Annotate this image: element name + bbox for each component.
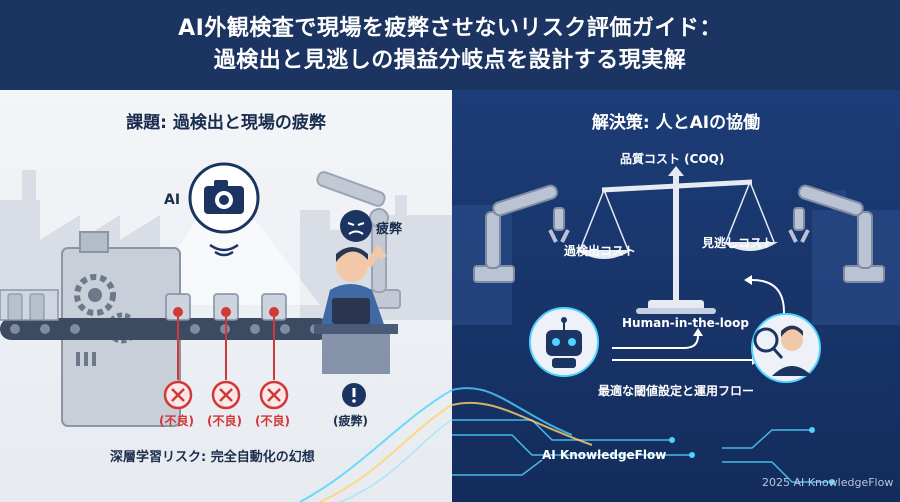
stressed-face-icon bbox=[340, 210, 372, 242]
magnifier-icon bbox=[753, 327, 779, 353]
risk-caption: 深層学習リスク: 完全自動化の幻想 bbox=[110, 450, 315, 465]
solution-panel: 解決策: 人とAIの協働 品質コスト (COQ) 過検出コスト 見逃しコスト H… bbox=[452, 90, 900, 502]
ai-label: AI bbox=[164, 192, 181, 208]
circuit-nodes bbox=[669, 427, 835, 485]
flow-light-streams-right bbox=[452, 387, 593, 446]
defect-label-3: (不良) bbox=[255, 414, 290, 428]
fatigue-label-bottom: (疲弊) bbox=[333, 414, 368, 428]
circuit-lines bbox=[452, 419, 832, 483]
alert-icon bbox=[342, 383, 366, 407]
flow-light-streams bbox=[299, 389, 452, 502]
flow-caption: 最適な閾値設定と運用フロー bbox=[598, 384, 755, 398]
balance-scale-icon bbox=[576, 166, 778, 314]
factory-illustration bbox=[0, 162, 452, 502]
robot-arm-right-icon bbox=[788, 184, 885, 283]
miss-cost-label: 見逃しコスト bbox=[702, 236, 775, 250]
defect-markers bbox=[173, 307, 279, 380]
camera-icon bbox=[188, 162, 260, 257]
tired-worker bbox=[314, 210, 398, 374]
robot-icon bbox=[529, 307, 599, 377]
page-title-line1: AI外観検査で現場を疲弊させないリスク評価ガイド： bbox=[178, 16, 722, 41]
brand-label: AI KnowledgeFlow bbox=[542, 448, 667, 462]
gear-icon bbox=[74, 274, 116, 316]
solution-illustration bbox=[452, 166, 900, 485]
problem-heading: 課題: 過検出と現場の疲弊 bbox=[126, 113, 326, 133]
reject-icons bbox=[163, 380, 289, 410]
flow-arrows bbox=[612, 335, 752, 361]
defect-label-1: (不良) bbox=[159, 414, 194, 428]
inspector-icon bbox=[751, 313, 821, 383]
page-title-line2: 過検出と見逃しの損益分岐点を設計する現実解 bbox=[213, 48, 687, 73]
hitl-label: Human-in-the-loop bbox=[622, 316, 749, 330]
coq-label: 品質コスト (COQ) bbox=[620, 152, 725, 166]
overdetect-cost-label: 過検出コスト bbox=[564, 244, 637, 258]
header-banner: AI外観検査で現場を疲弊させないリスク評価ガイド： 過検出と見逃しの損益分岐点を… bbox=[0, 0, 900, 90]
conveyor-belt bbox=[0, 289, 330, 340]
solution-heading: 解決策: 人とAIの協働 bbox=[591, 113, 761, 133]
problem-panel: 課題: 過検出と現場の疲弊 AI 疲弊 (不良) (不良) (不良) (疲弊) … bbox=[0, 90, 452, 502]
copyright-text: 2025 AI KnowledgeFlow bbox=[762, 476, 894, 489]
robot-arm-left-icon bbox=[473, 184, 570, 283]
defect-label-2: (不良) bbox=[207, 414, 242, 428]
fatigue-label-top: 疲弊 bbox=[376, 222, 403, 237]
